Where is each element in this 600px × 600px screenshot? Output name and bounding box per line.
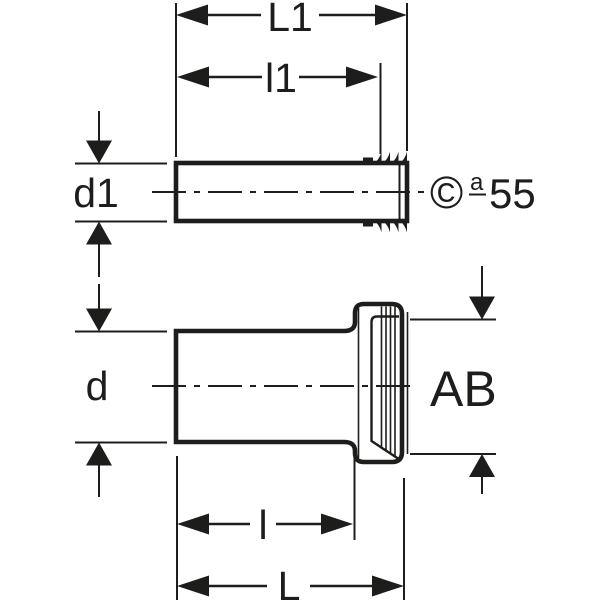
- bottom-view: d AB: [75, 266, 497, 600]
- dimension-L1: L1: [176, 0, 407, 40]
- arrowhead-left-icon: [177, 575, 209, 597]
- arrowhead-up-icon: [86, 442, 112, 466]
- socket-cone-outline: [370, 315, 399, 460]
- arrowhead-right-icon: [321, 513, 353, 535]
- arrowhead-left-icon: [177, 66, 209, 88]
- dim-label-l: l: [258, 502, 267, 548]
- ref-label-AB: AB: [430, 361, 497, 417]
- thread-shoulder-bottom: [363, 219, 373, 227]
- spec-annotation: © a 55: [430, 167, 536, 218]
- thread-shoulder-top: [363, 157, 373, 165]
- dimension-d: d: [75, 284, 167, 497]
- dim-label-L1: L1: [267, 0, 313, 40]
- thread-teeth-bottom: [373, 220, 407, 233]
- dimension-l1: l1: [177, 55, 378, 101]
- arrowhead-right-icon: [375, 4, 407, 26]
- arrowhead-up-icon: [469, 454, 495, 477]
- bottom-pipe-outline: [173, 301, 405, 465]
- spec-ordinal: a: [470, 169, 484, 196]
- spec-number: 55: [489, 170, 536, 217]
- socket-inner-detail: [357, 306, 409, 460]
- thread-teeth-top: [373, 151, 407, 164]
- arrowhead-right-icon: [372, 575, 404, 597]
- spec-circle-c: ©: [430, 167, 463, 218]
- thread-teeth: [363, 151, 407, 233]
- arrowhead-left-icon: [177, 513, 209, 535]
- dim-label-d: d: [86, 363, 109, 409]
- dimension-collar-diameter: [410, 266, 496, 494]
- arrowhead-up-icon: [86, 221, 112, 245]
- dimension-L: L: [177, 563, 404, 600]
- arrowhead-down-icon: [469, 296, 495, 320]
- arrowhead-right-icon: [346, 66, 378, 88]
- dim-label-l1: l1: [265, 55, 297, 101]
- top-view: L1 l1 d1: [73, 0, 536, 277]
- dimension-l: l: [177, 502, 353, 548]
- dim-label-L: L: [278, 563, 301, 600]
- arrowhead-left-icon: [176, 4, 208, 26]
- arrowhead-down-icon: [86, 308, 112, 332]
- arrowhead-down-icon: [86, 140, 112, 164]
- socket-cone-hatching: [380, 306, 396, 457]
- dim-label-d1: d1: [73, 170, 119, 216]
- dimension-d1: d1: [73, 111, 167, 277]
